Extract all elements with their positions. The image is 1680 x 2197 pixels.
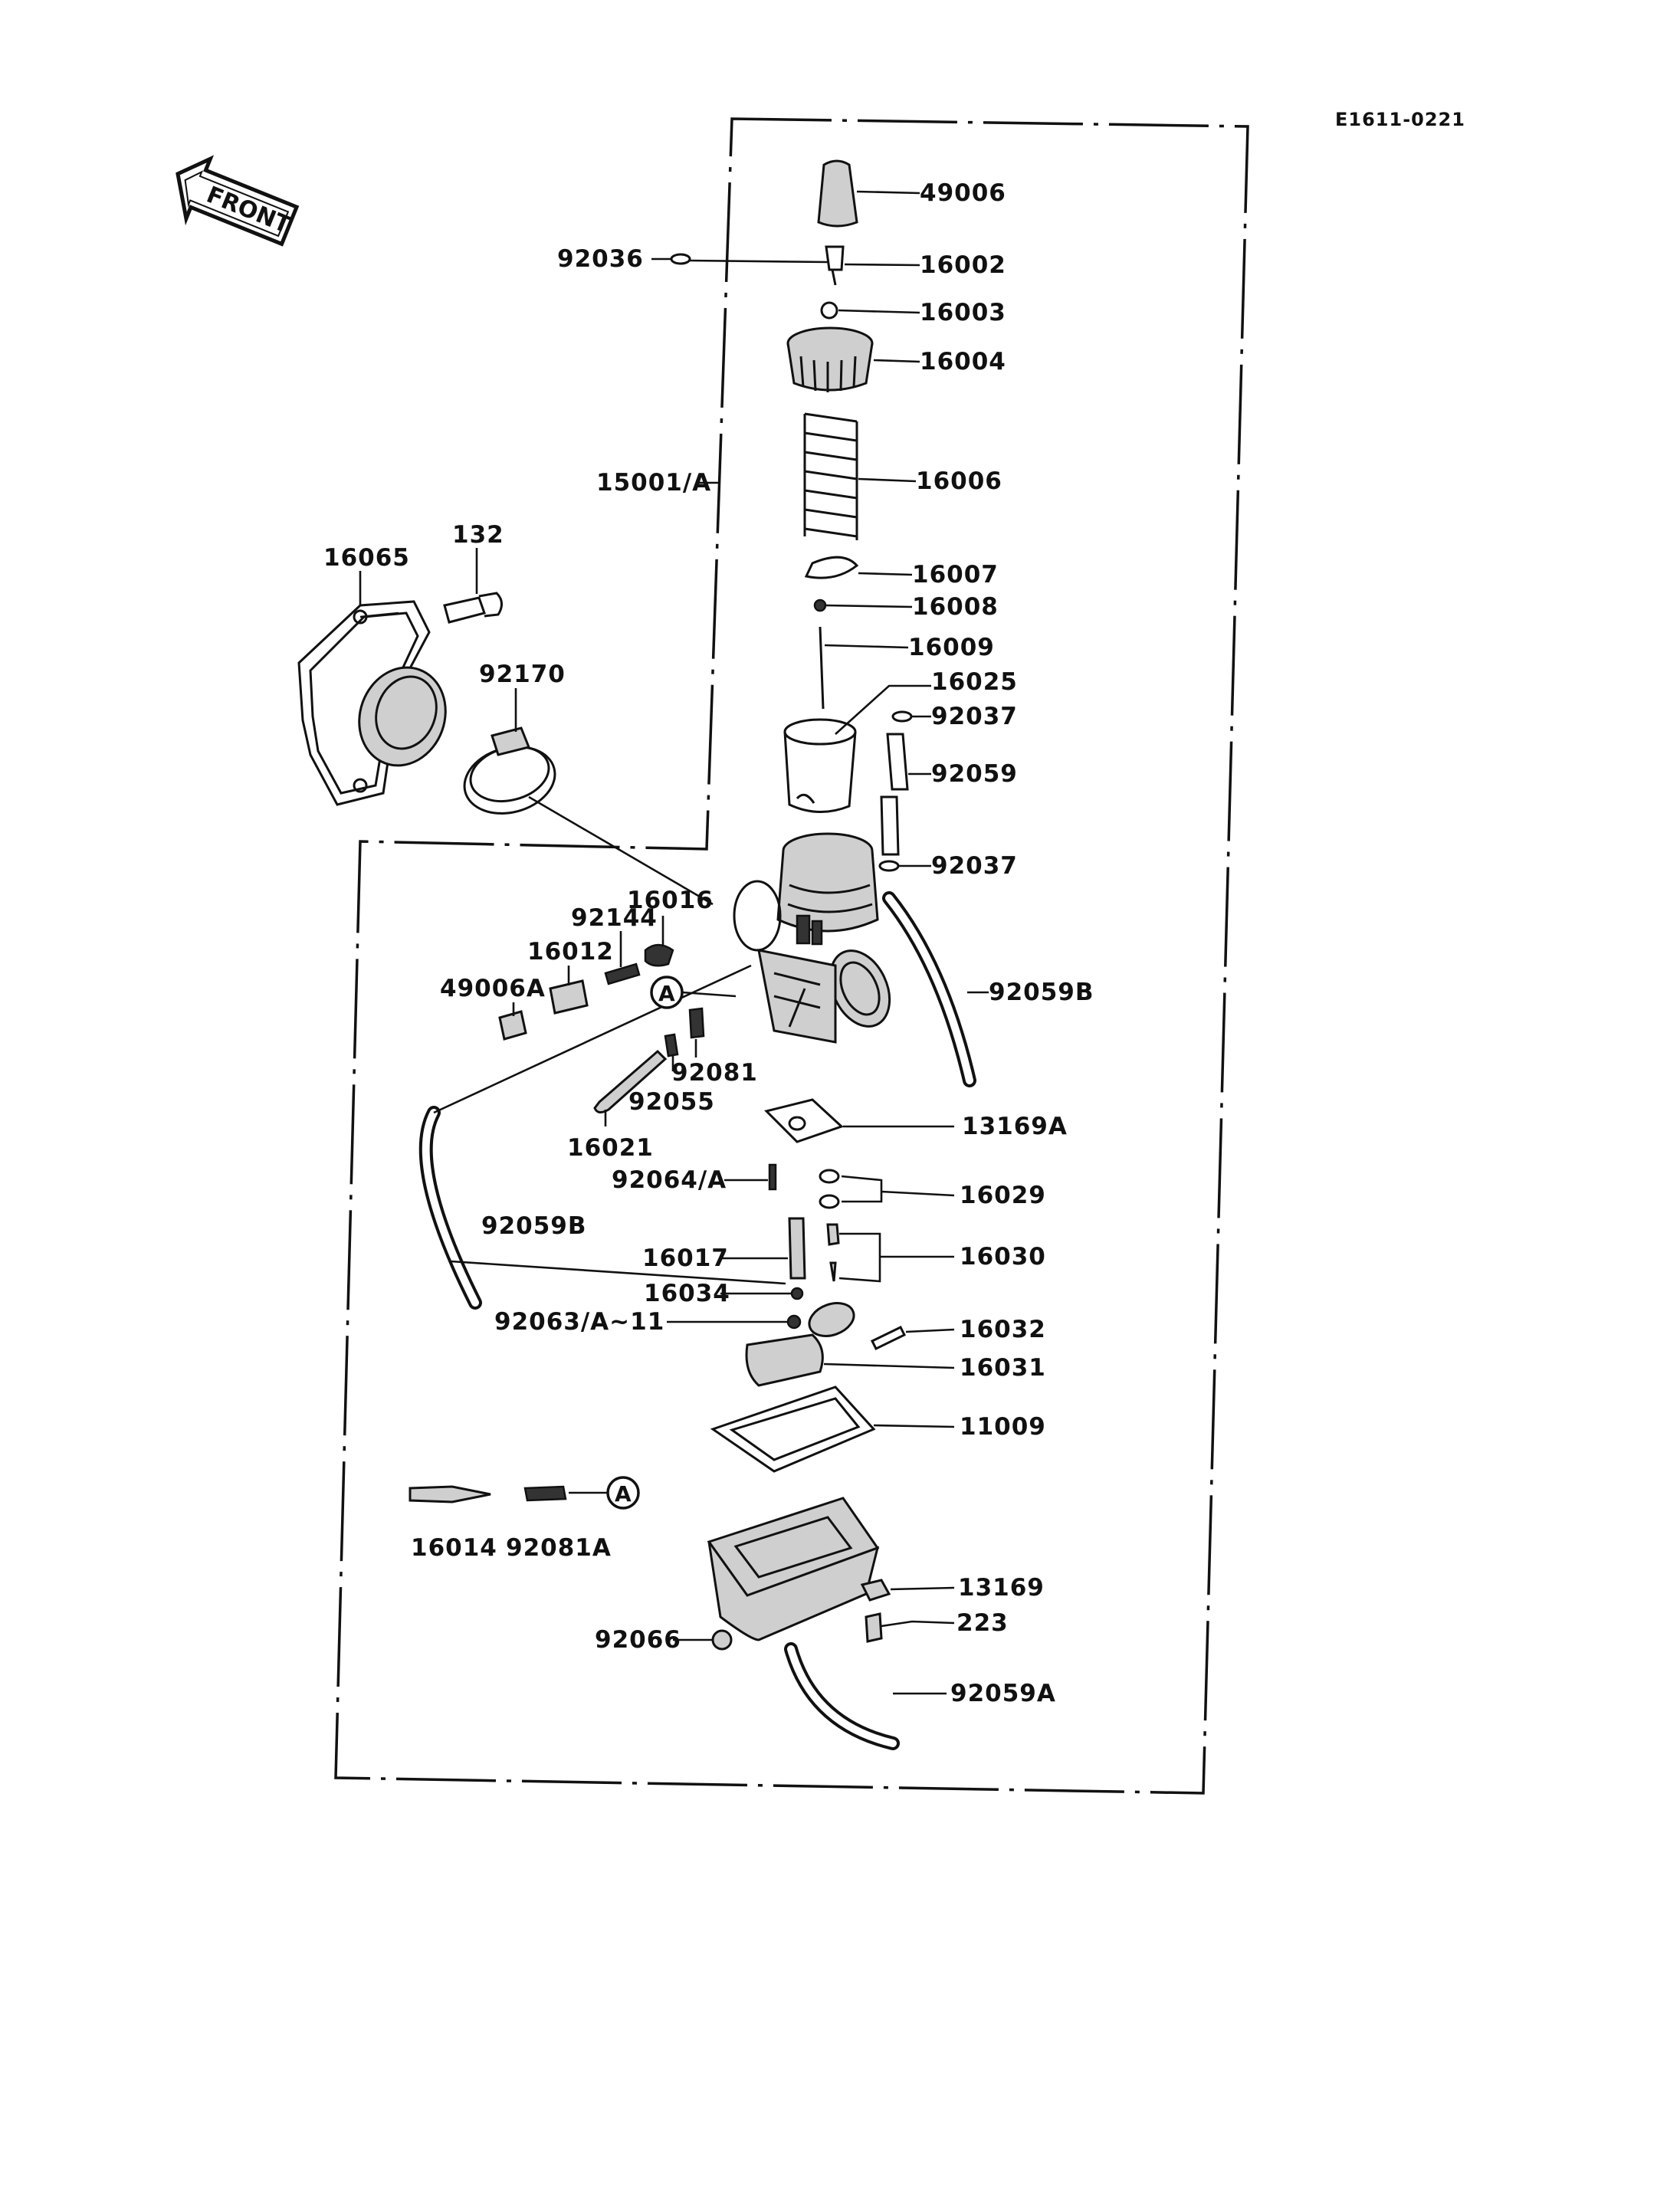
callout-49006A: 49006A (440, 975, 546, 1002)
part-16017-jet (788, 1217, 806, 1280)
part-16003-nut (820, 301, 838, 320)
callout-11009: 11009 (960, 1413, 1046, 1441)
part-13169A-gasket (764, 1098, 844, 1143)
part-16002-adjuster (825, 245, 845, 286)
connection-lines (433, 795, 752, 1114)
part-92037-ring-upper (891, 710, 913, 723)
callout-16029: 16029 (960, 1182, 1046, 1209)
callout-16065: 16065 (323, 544, 410, 572)
part-16032-pin (870, 1326, 907, 1350)
callout-16034: 16034 (644, 1280, 730, 1307)
part-92081-spring (688, 1007, 705, 1039)
svg-text:A: A (658, 981, 675, 1006)
part-92170-clamp (463, 726, 556, 815)
front-arrow-icon: FRONT (176, 155, 300, 247)
callout-92064A: 92064/A (612, 1166, 727, 1194)
callout-92081: 92081 (671, 1059, 758, 1087)
callout-16032: 16032 (960, 1316, 1046, 1343)
part-92066-drain (711, 1629, 733, 1651)
callout-16025: 16025 (931, 668, 1018, 696)
part-223-screw (865, 1612, 883, 1643)
callout-16009: 16009 (908, 634, 995, 661)
callout-92059B-left: 92059B (481, 1212, 586, 1240)
hose-92059B-right (882, 891, 976, 1087)
parts-drawings (297, 159, 913, 1651)
part-92081A-spring (523, 1485, 567, 1502)
callout-16002: 16002 (920, 251, 1006, 279)
callout-16014: 16014 (411, 1534, 497, 1562)
callout-16003: 16003 (920, 299, 1006, 326)
callout-15001A: 15001/A (596, 469, 711, 497)
callout-223: 223 (956, 1609, 1009, 1637)
callout-92059B-right: 92059B (989, 979, 1094, 1006)
callout-16030: 16030 (960, 1243, 1046, 1271)
part-16004-top-cap (786, 326, 874, 392)
part-92059-hose (880, 733, 909, 856)
part-92064A-jet (768, 1163, 777, 1191)
part-16014-screw (409, 1485, 491, 1503)
callout-16017: 16017 (642, 1244, 729, 1272)
callout-16008: 16008 (912, 593, 999, 621)
svg-text:A: A (615, 1481, 632, 1507)
callout-92144: 92144 (571, 904, 658, 932)
part-16034-ring (790, 1287, 804, 1300)
part-16006-spring (803, 412, 858, 540)
part-16016 (644, 943, 674, 967)
hoses (418, 891, 976, 1750)
leader-lines (359, 190, 989, 1695)
part-16008-clip (813, 598, 827, 612)
part-16012 (549, 979, 589, 1015)
part-92036-ring (670, 253, 691, 265)
part-92144-spring (604, 962, 641, 985)
callout-13169: 13169 (958, 1574, 1045, 1602)
part-15001-carburetor-body (733, 832, 891, 1044)
part-92063-pin (786, 1314, 802, 1330)
part-16029-washer-a (819, 1169, 840, 1184)
callout-labels: 49006 92036 16002 16003 16004 15001/A 16… (323, 179, 1094, 1707)
part-92037-ring-lower (878, 860, 900, 872)
callout-92059: 92059 (931, 760, 1018, 788)
callout-16012: 16012 (527, 938, 614, 966)
callout-16016: 16016 (627, 887, 714, 914)
hose-92059A (784, 1642, 900, 1750)
part-11009-gasket (710, 1385, 876, 1473)
part-13169-plug (860, 1579, 891, 1602)
callout-92036: 92036 (557, 245, 644, 273)
part-16021-screw (593, 1049, 668, 1113)
callout-92063: 92063/A~11 (494, 1308, 664, 1336)
callout-16004: 16004 (920, 348, 1006, 375)
diagram-code: E1611-0221 (1335, 109, 1465, 130)
callout-132: 132 (452, 521, 504, 549)
part-132-bolt (443, 592, 503, 624)
callout-92081A: 92081A (506, 1534, 612, 1562)
callout-13169A: 13169A (962, 1113, 1068, 1140)
callout-49006: 49006 (920, 179, 1006, 207)
part-16065-holder (297, 600, 447, 806)
callout-16021: 16021 (567, 1134, 654, 1162)
assembly-frame (334, 117, 1249, 1795)
ref-marker-body: A (650, 976, 737, 1009)
part-16025-throttle-slide (783, 718, 857, 813)
callout-92066: 92066 (595, 1626, 681, 1654)
callout-92059A: 92059A (950, 1680, 1056, 1707)
callout-92037-upper: 92037 (931, 703, 1018, 730)
part-49006-cap (817, 159, 858, 228)
ref-marker-kit: A (569, 1476, 640, 1510)
part-92055-spring (664, 1033, 679, 1058)
callout-92055: 92055 (628, 1088, 715, 1116)
part-16030-needle-valve (826, 1223, 840, 1282)
part-float-bowl (707, 1497, 880, 1641)
part-16029-washer-b (819, 1194, 840, 1209)
part-16007-plate (804, 556, 859, 579)
part-16031-float (745, 1302, 855, 1387)
callout-92170: 92170 (479, 661, 566, 688)
part-16009-needle (819, 626, 825, 710)
callout-16006: 16006 (916, 467, 1002, 495)
callout-16031: 16031 (960, 1354, 1046, 1382)
callout-16007: 16007 (912, 561, 999, 589)
callout-92037-lower: 92037 (931, 852, 1018, 880)
